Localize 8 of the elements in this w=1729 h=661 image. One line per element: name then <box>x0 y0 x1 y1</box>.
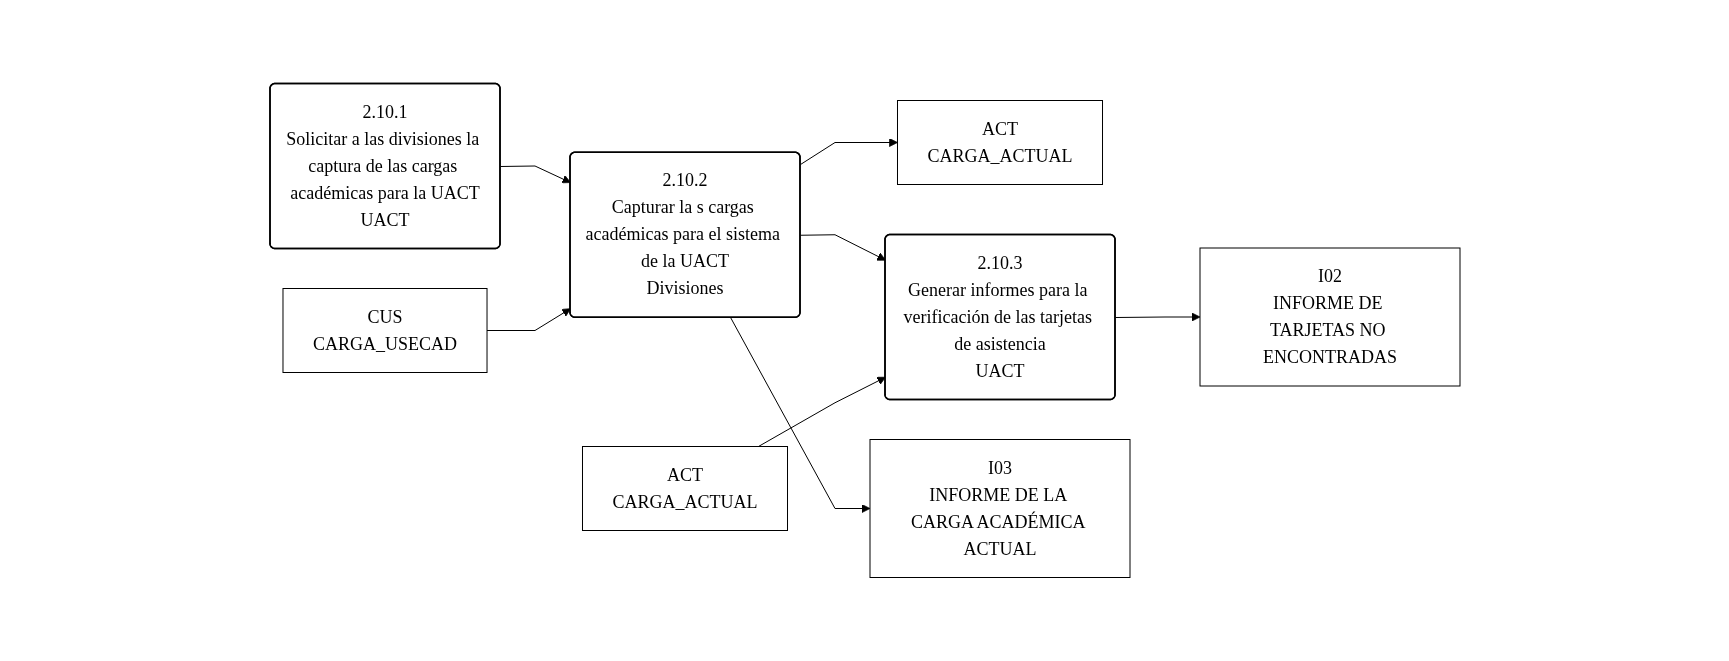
node-box <box>1199 247 1460 387</box>
node-box <box>869 439 1130 578</box>
arrow <box>729 317 870 513</box>
arrow <box>799 138 898 166</box>
arrow <box>486 308 571 331</box>
node-box <box>896 100 1103 185</box>
node-box <box>282 288 487 373</box>
node-box <box>581 446 788 531</box>
